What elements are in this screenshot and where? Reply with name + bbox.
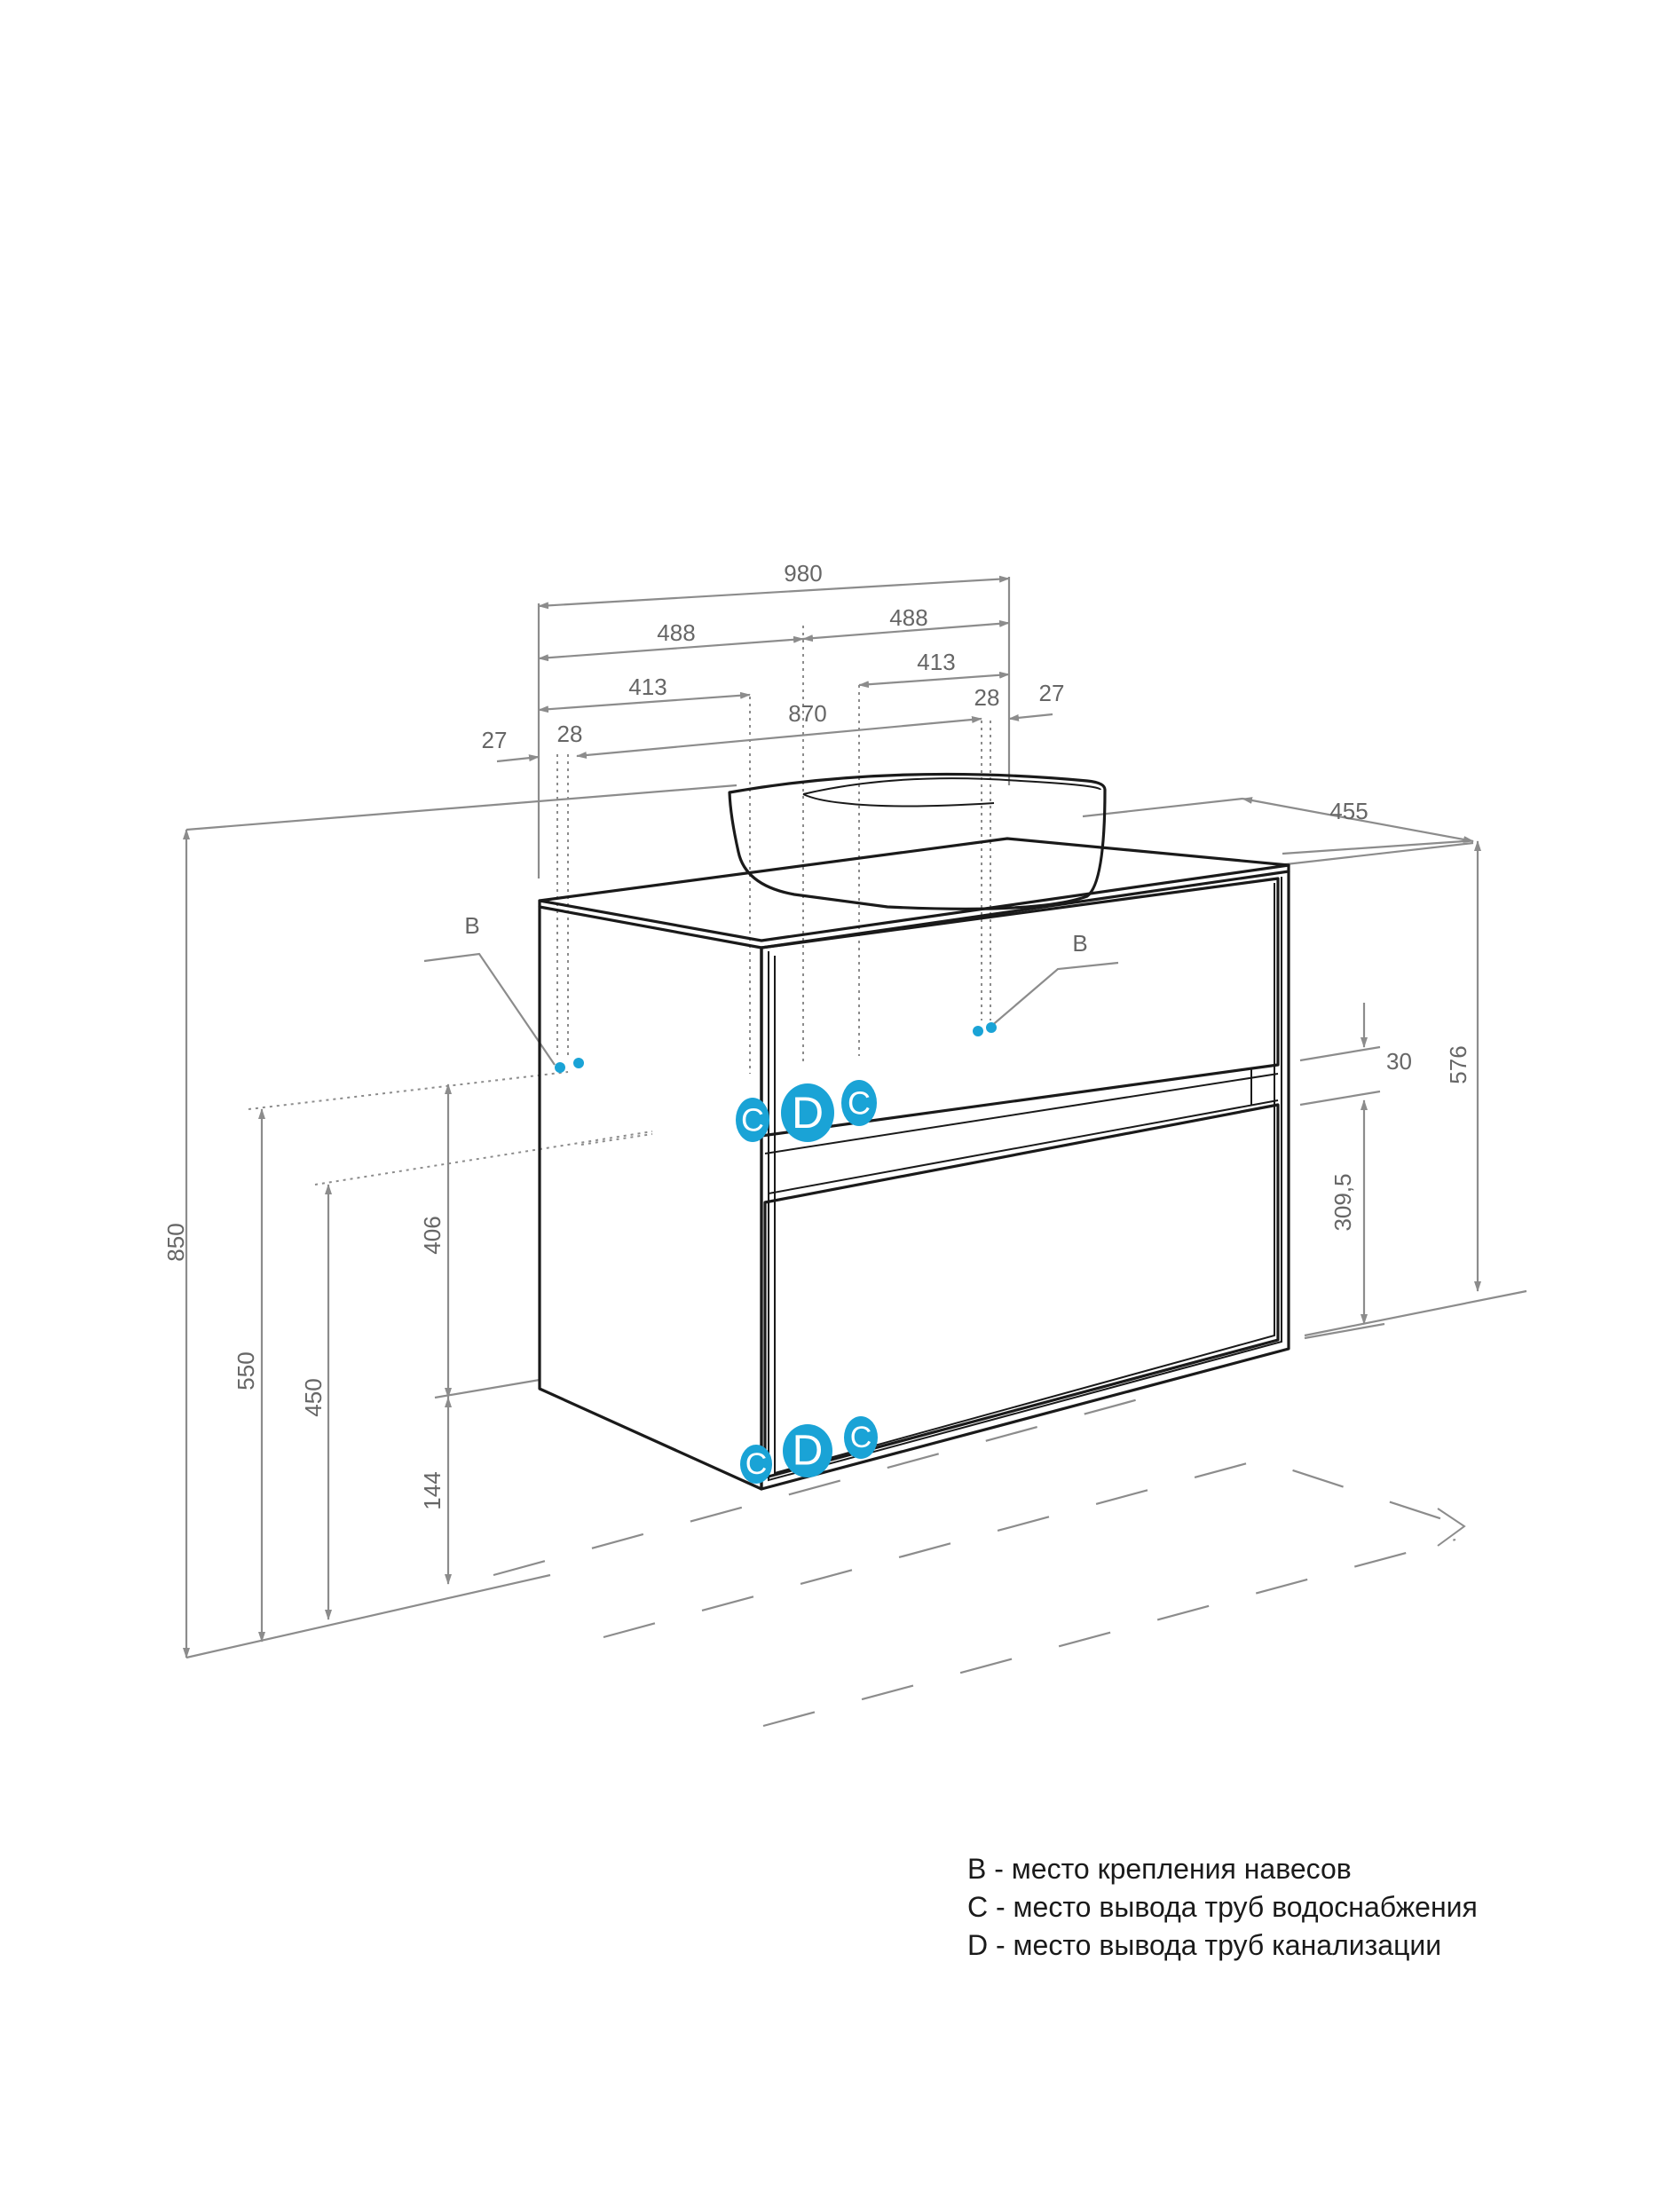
dim-half-left: 488 xyxy=(657,619,695,646)
b-left-dot-2 xyxy=(573,1058,584,1068)
c-marker-upper-left xyxy=(736,1098,769,1142)
d-marker-upper xyxy=(781,1083,834,1142)
b-left-dot-1 xyxy=(555,1062,565,1073)
dim-offset-left: 413 xyxy=(628,674,666,700)
dim-edge-left: 27 xyxy=(482,727,508,753)
b-right-dot-1 xyxy=(973,1026,983,1036)
dim-hole-right: 28 xyxy=(974,684,1000,711)
dim-height-550: 550 xyxy=(233,1351,259,1390)
c-marker-lower-left xyxy=(740,1445,772,1484)
dim-gap: 30 xyxy=(1386,1048,1412,1075)
c-marker-lower-right-label: C xyxy=(850,1421,872,1454)
c-marker-upper-right xyxy=(841,1080,877,1126)
dimension-lines xyxy=(183,575,1527,1659)
dimension-labels: 980 488 488 413 413 870 27 27 28 28 455 … xyxy=(162,560,1471,1510)
b-right-dot-2 xyxy=(986,1022,997,1033)
dim-height-406: 406 xyxy=(419,1216,446,1254)
dim-edge-right: 27 xyxy=(1039,680,1065,706)
legend-item-d: D - место вывода труб канализации xyxy=(967,1929,1442,1961)
dim-height-450: 450 xyxy=(300,1378,327,1416)
cabinet xyxy=(538,772,1290,1491)
dim-offset-right: 413 xyxy=(917,649,955,675)
dim-inner-width: 870 xyxy=(788,700,826,727)
dim-total-height: 850 xyxy=(162,1223,189,1261)
legend-item-b: B - место крепления навесов xyxy=(967,1853,1352,1885)
dim-total-width: 980 xyxy=(784,560,822,587)
dim-body-height: 576 xyxy=(1445,1045,1471,1083)
legend: B - место крепления навесов C - место вы… xyxy=(967,1850,1478,1965)
dim-drawer-height: 309,5 xyxy=(1329,1173,1356,1231)
b-left-label: B xyxy=(464,912,479,939)
legend-item-c: C - место вывода труб водоснабжения xyxy=(967,1891,1478,1923)
dim-half-right: 488 xyxy=(889,604,927,631)
c-marker-lower-right xyxy=(844,1416,878,1459)
c-marker-lower-left-label: C xyxy=(745,1447,768,1481)
b-right-label: B xyxy=(1072,930,1087,957)
floor-context xyxy=(493,1396,1466,1728)
c-marker-upper-left-label: C xyxy=(741,1102,764,1138)
dim-height-144: 144 xyxy=(419,1471,446,1509)
d-marker-upper-label: D xyxy=(792,1088,824,1138)
c-marker-upper-right-label: C xyxy=(848,1085,871,1122)
markers: C D C C D C xyxy=(555,1022,997,1484)
d-marker-lower xyxy=(783,1424,832,1477)
d-marker-lower-label: D xyxy=(793,1428,824,1475)
dim-depth: 455 xyxy=(1329,798,1368,824)
dim-hole-left: 28 xyxy=(557,721,583,747)
